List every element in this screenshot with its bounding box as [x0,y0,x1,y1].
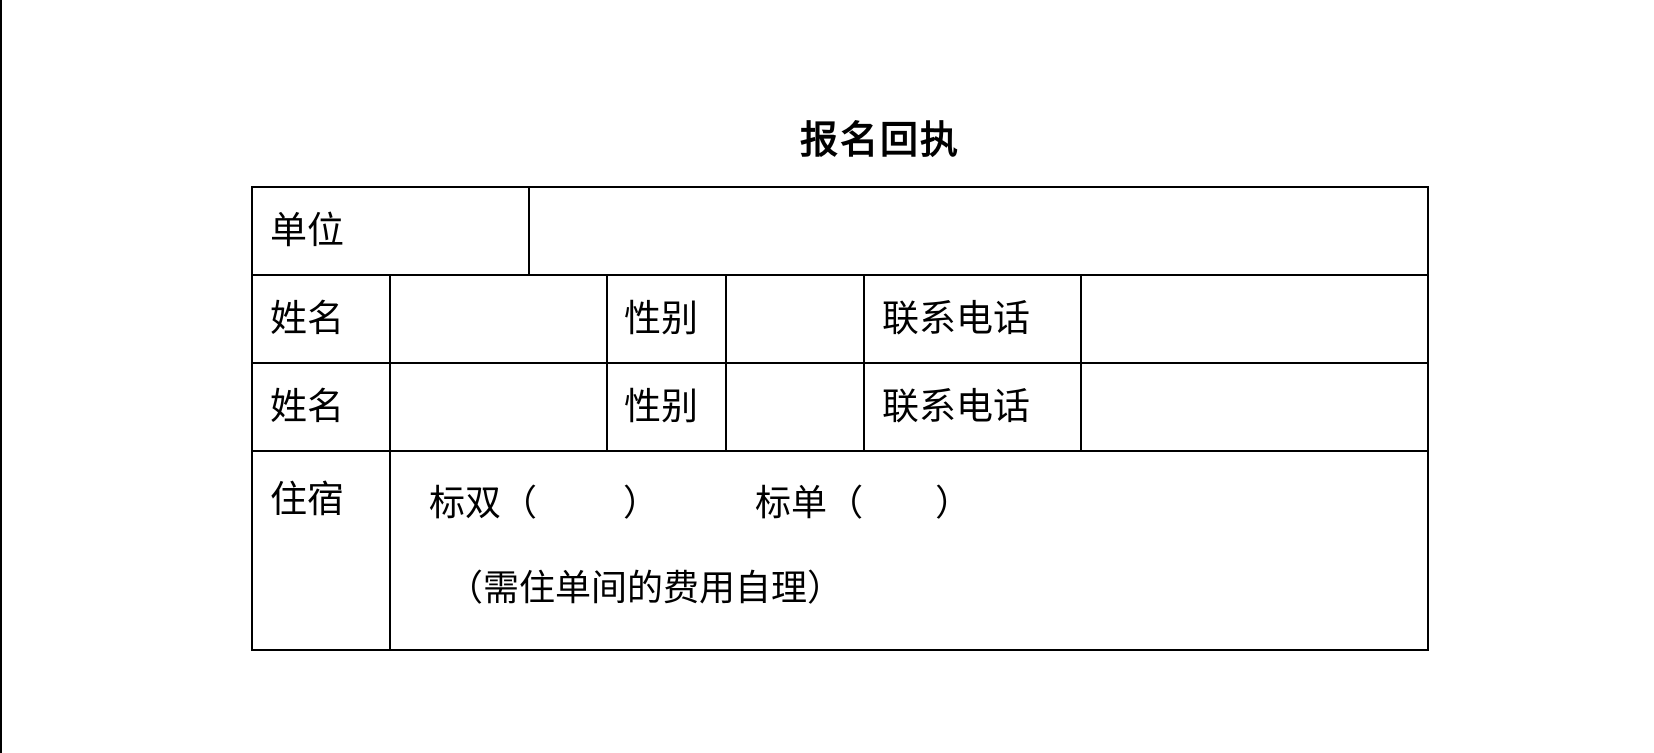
page-left-edge [0,0,2,753]
phone-label-2: 联系电话 [863,362,1082,452]
name-label-2: 姓名 [251,362,391,452]
person-row-2: 姓名 性别 联系电话 [251,362,1430,452]
name-label-1: 姓名 [251,274,391,364]
single-room-label: 标单 [755,483,828,524]
gender-label-2: 性别 [606,362,727,452]
gender-input-cell-2[interactable] [725,362,865,452]
single-room-open-paren: （ [827,483,864,524]
name-input-cell-1[interactable] [389,274,608,364]
single-room-close-paren: ） [935,483,972,524]
accommodation-row: 住宿 标双（）标单（） （需住单间的费用自理） [251,450,1430,651]
unit-label: 单位 [251,186,530,276]
unit-row: 单位 [251,186,1430,276]
registration-form-table: 单位 姓名 性别 联系电话 姓名 性别 联系电话 住宿 标双（）标单（） （需住… [251,186,1430,651]
double-room-close-paren: ） [623,483,660,524]
phone-label-1: 联系电话 [863,274,1082,364]
gender-label-1: 性别 [606,274,727,364]
phone-input-cell-2[interactable] [1079,362,1430,452]
gender-input-cell-1[interactable] [725,274,865,364]
double-room-open-paren: （ [501,483,538,524]
document-title: 报名回执 [799,117,960,162]
accommodation-options-cell: 标双（）标单（） （需住单间的费用自理） [388,450,1430,651]
unit-input-cell[interactable] [527,186,1430,276]
name-input-cell-2[interactable] [389,362,608,452]
accommodation-label: 住宿 [251,450,391,651]
person-row-1: 姓名 性别 联系电话 [251,274,1430,364]
room-type-options: 标双（）标单（） [429,482,971,525]
phone-input-cell-1[interactable] [1079,274,1430,364]
double-room-label: 标双 [429,483,502,524]
single-room-cost-note: （需住单间的费用自理） [447,568,844,609]
